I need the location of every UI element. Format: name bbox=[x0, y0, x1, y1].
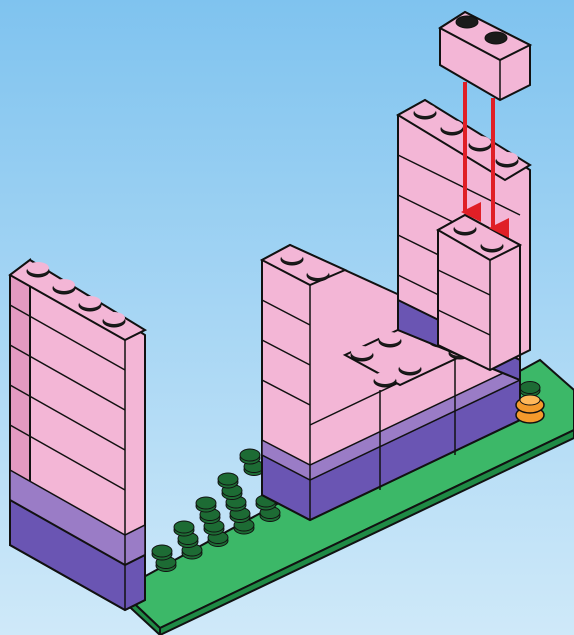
stud bbox=[469, 136, 491, 151]
stud bbox=[27, 262, 49, 277]
stud bbox=[414, 104, 436, 119]
stud bbox=[351, 346, 373, 361]
stud bbox=[281, 250, 303, 265]
stud bbox=[441, 120, 463, 135]
stud bbox=[307, 266, 329, 281]
stud bbox=[196, 497, 216, 512]
stud bbox=[218, 473, 238, 488]
stud bbox=[399, 360, 421, 375]
stud bbox=[520, 382, 540, 397]
orange-round-piece bbox=[516, 395, 544, 423]
stud bbox=[240, 449, 260, 464]
stud bbox=[379, 332, 401, 347]
stud bbox=[103, 312, 125, 327]
stud bbox=[79, 296, 101, 311]
stud bbox=[374, 372, 396, 387]
stud bbox=[53, 279, 75, 294]
stud bbox=[174, 521, 194, 536]
stud bbox=[496, 152, 518, 167]
stud bbox=[454, 220, 476, 235]
front-step-block bbox=[438, 215, 520, 370]
stud bbox=[481, 237, 503, 252]
stud bbox=[152, 545, 172, 560]
